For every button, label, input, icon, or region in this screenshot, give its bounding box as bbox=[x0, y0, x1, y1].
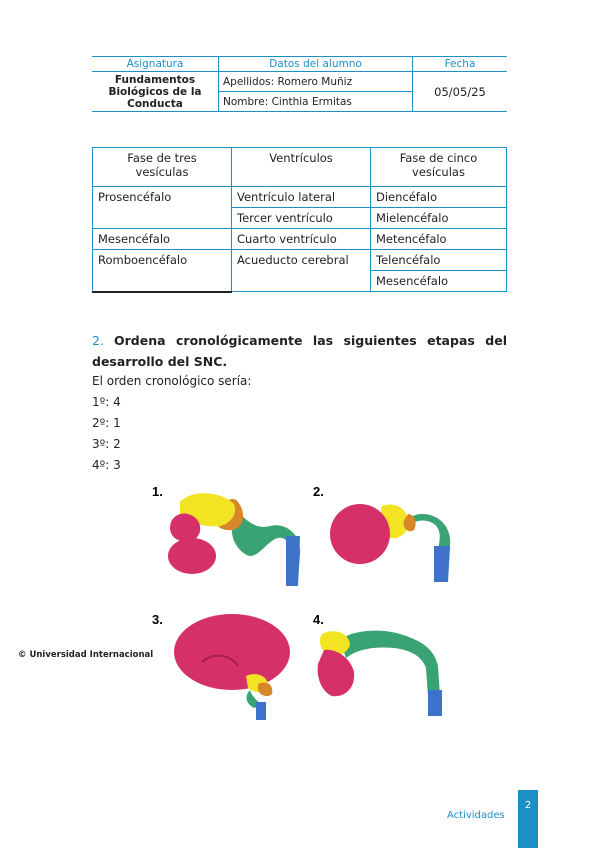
header-col-subject: Asignatura bbox=[92, 56, 219, 72]
table-cell: Diencéfalo bbox=[370, 186, 507, 208]
table-cell: Prosencéfalo bbox=[92, 186, 232, 229]
answer-line: 4º: 3 bbox=[92, 458, 121, 472]
question-number: 2. bbox=[92, 333, 104, 348]
figure-label-2: 2. bbox=[313, 484, 324, 499]
table-cell: Romboencéfalo bbox=[92, 249, 232, 293]
surname-field: Apellidos: Romero Muñiz bbox=[218, 71, 413, 92]
col-five-phase-header: Fase de cinco vesículas bbox=[370, 147, 507, 187]
figure-label-3: 3. bbox=[152, 612, 163, 627]
subject-line-1: Fundamentos bbox=[114, 73, 196, 86]
col1-line2: vesículas bbox=[135, 165, 189, 179]
ventricle-table: Fase de tres vesículas Ventrículos Fase … bbox=[92, 147, 507, 293]
question-text: Ordena cronológicamente las siguientes e… bbox=[92, 333, 507, 369]
page-number: 2 bbox=[524, 800, 532, 811]
copyright-text: © Universidad Internacional bbox=[18, 650, 154, 660]
subject-line-2: Biológicos de la bbox=[108, 85, 202, 98]
subject-line-3: Conducta bbox=[127, 97, 183, 110]
brain-stage-2 bbox=[330, 504, 451, 582]
figure-label-4: 4. bbox=[313, 612, 324, 627]
table-cell: Acueducto cerebral bbox=[231, 249, 371, 292]
brain-stage-1 bbox=[168, 493, 301, 586]
answer-line: 2º: 1 bbox=[92, 416, 121, 430]
answer-line: 1º: 4 bbox=[92, 395, 121, 409]
header-col-student: Datos del alumno bbox=[218, 56, 413, 72]
date-field: 05/05/25 bbox=[412, 71, 507, 112]
brain-stage-4 bbox=[317, 630, 442, 716]
col1-line1: Fase de tres bbox=[127, 151, 197, 165]
col-three-phase-header: Fase de tres vesículas bbox=[92, 147, 232, 187]
brain-stage-3 bbox=[174, 614, 290, 720]
table-cell: Mielencéfalo bbox=[370, 207, 507, 229]
name-field: Nombre: Cinthia Ermitas bbox=[218, 91, 413, 112]
brain-development-figure: 1. 2. 3. 4. bbox=[152, 484, 451, 720]
table-cell: Cuarto ventrículo bbox=[231, 228, 371, 250]
footer-section: Actividades bbox=[447, 810, 505, 821]
figure-label-1: 1. bbox=[152, 484, 163, 499]
col3-line1: Fase de cinco bbox=[399, 151, 478, 165]
table-cell: Tercer ventrículo bbox=[231, 207, 371, 229]
table-cell: Ventrículo lateral bbox=[231, 186, 371, 208]
answer-line: 3º: 2 bbox=[92, 437, 121, 451]
table-cell: Metencéfalo bbox=[370, 228, 507, 250]
col-ventricles-header: Ventrículos bbox=[231, 147, 371, 187]
header-table: Asignatura Datos del alumno Fecha Fundam… bbox=[92, 56, 507, 112]
table-cell: Telencéfalo bbox=[370, 249, 507, 271]
col3-line2: vesículas bbox=[412, 165, 465, 179]
table-cell: Mesencéfalo bbox=[92, 228, 232, 250]
header-col-date: Fecha bbox=[412, 56, 507, 72]
page-number-badge: 2 bbox=[518, 790, 538, 848]
subject-cell: Fundamentos Biológicos de la Conducta bbox=[92, 71, 219, 112]
question: 2. Ordena cronológicamente las siguiente… bbox=[92, 330, 507, 372]
answer-intro: El orden cronológico sería: bbox=[92, 374, 252, 388]
table-cell: Mesencéfalo bbox=[370, 270, 507, 292]
